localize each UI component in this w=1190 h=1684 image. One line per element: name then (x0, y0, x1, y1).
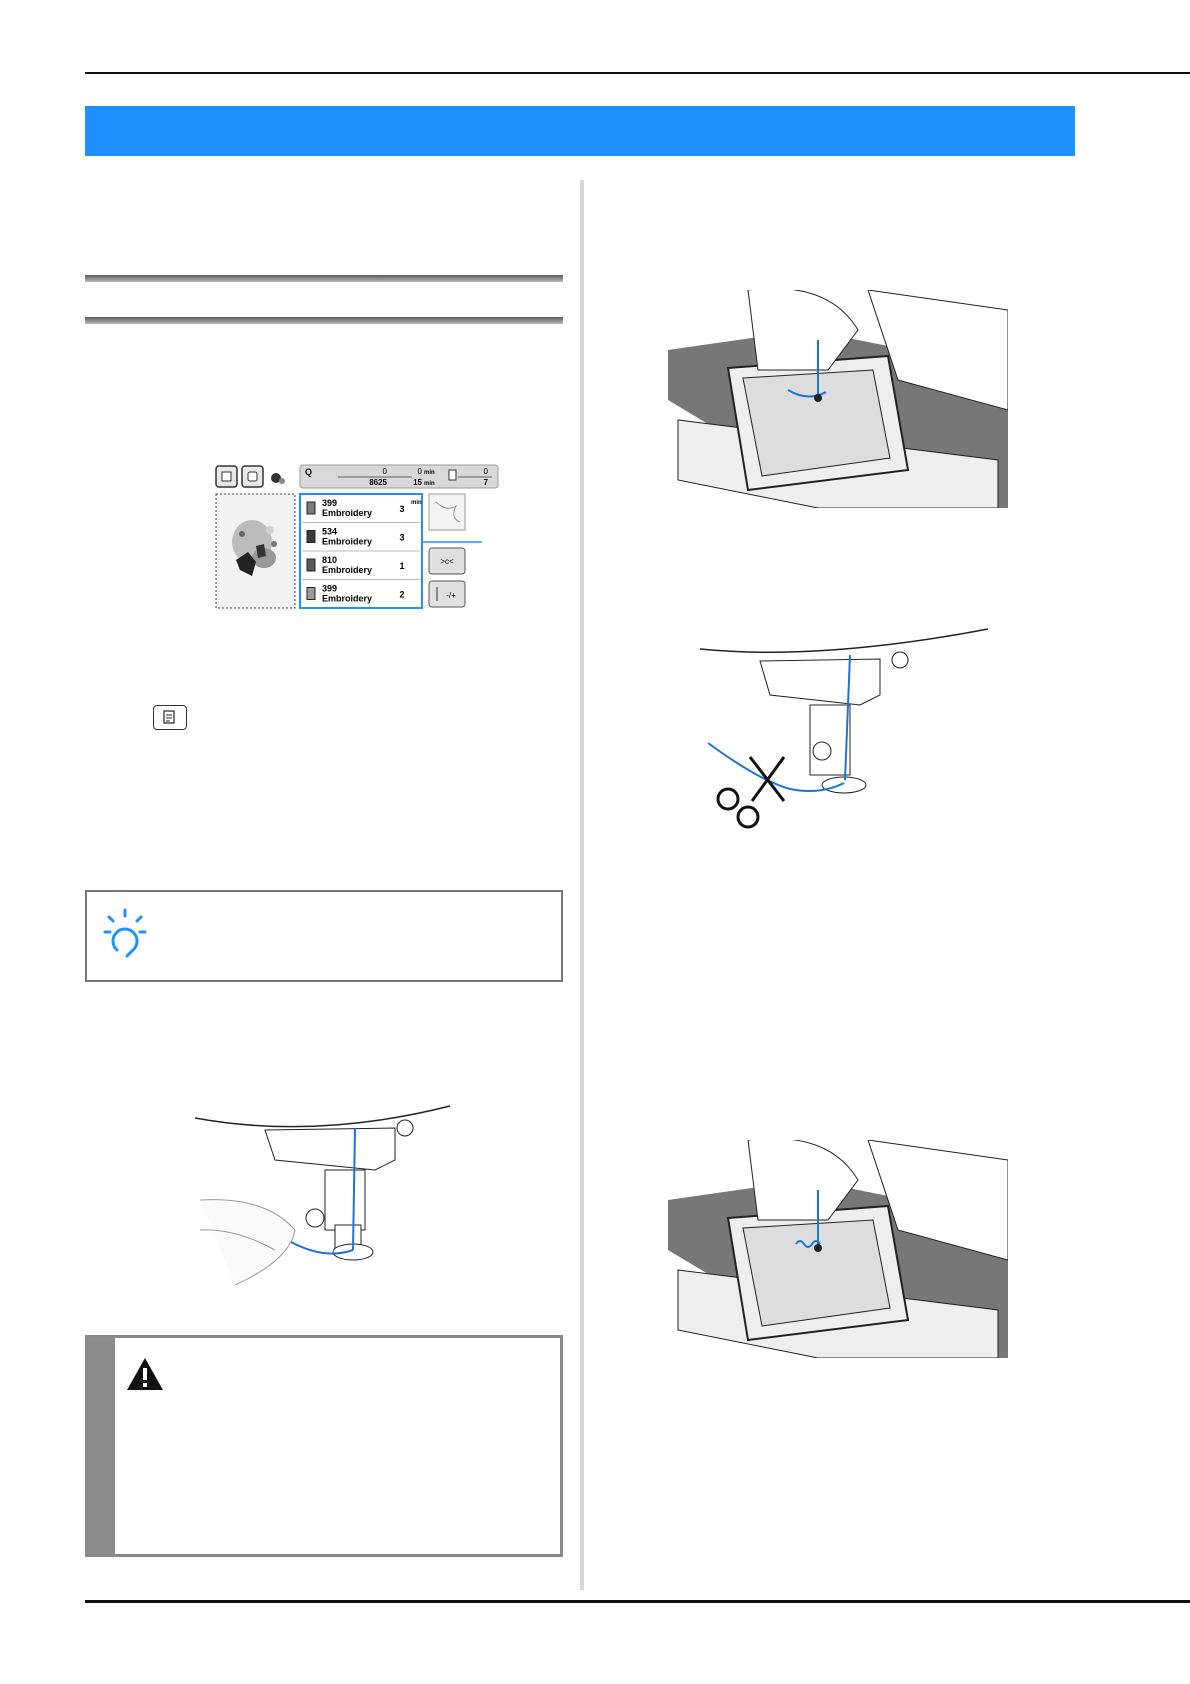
document-key-icon (163, 710, 175, 724)
thread-minutes: 1 (399, 561, 404, 571)
document-key-button[interactable] (153, 705, 187, 730)
lcd-stitch-count: 0 (383, 467, 388, 476)
thread-minutes: 3 (399, 533, 404, 543)
thread-time-unit: min (411, 500, 422, 506)
subsection-rule-bottom (85, 317, 563, 324)
thread-minutes: 2 (399, 590, 404, 600)
thread-code: 810 (322, 555, 337, 565)
section-banner (85, 106, 1075, 156)
machine-hoop-illustration-1 (668, 290, 1008, 508)
lcd-time-unit: min (424, 470, 435, 476)
machine-hoop-illustration-2 (668, 1140, 1008, 1358)
thread-name: Embroidery (322, 537, 372, 547)
subsection-rule-top (85, 275, 563, 282)
thread-color-swatch (306, 501, 316, 515)
note-box (85, 890, 563, 982)
pull-thread-illustration (195, 1105, 451, 1286)
lcd-time-total: 15 (413, 478, 422, 487)
lcd-color-total: 7 (484, 478, 489, 487)
column-separator (580, 180, 584, 1590)
lightbulb-icon (103, 908, 147, 958)
thread-cut-button-label: >c< (440, 557, 454, 566)
warning-triangle-icon (127, 1358, 163, 1390)
scissors-cut-illustration (700, 628, 989, 829)
thread-color-swatch (306, 530, 316, 543)
thread-cut-button[interactable] (428, 547, 466, 575)
thread-name: Embroidery (322, 565, 372, 575)
lcd-status-icon (271, 473, 281, 483)
warning-box (85, 1335, 563, 1557)
thread-name: Embroidery (322, 594, 372, 604)
lcd-thumbnail (428, 493, 466, 531)
thread-color-swatch (306, 587, 316, 600)
thread-minutes: 3 (399, 504, 404, 514)
lcd-color-index: 0 (484, 467, 489, 476)
lcd-total-stitches: 8625 (369, 478, 387, 487)
thread-code: 399 (322, 584, 337, 594)
svg-text:Q: Q (305, 467, 312, 477)
tension-button[interactable] (428, 580, 466, 608)
embroidery-design-preview (232, 520, 277, 576)
thread-name: Embroidery (322, 508, 372, 518)
lcd-status-bar (299, 464, 499, 489)
thread-color-swatch (306, 558, 316, 572)
tension-button-label: -/+ (446, 591, 456, 600)
header-rule (85, 72, 1190, 74)
thread-code: 534 (322, 527, 337, 537)
warning-sidebar (88, 1338, 115, 1554)
lcd-time-unit-2: min (424, 481, 435, 487)
lcd-time-elapsed: 0 (418, 467, 423, 476)
footer-rule (85, 1600, 1190, 1603)
thread-code: 399 (322, 498, 337, 508)
